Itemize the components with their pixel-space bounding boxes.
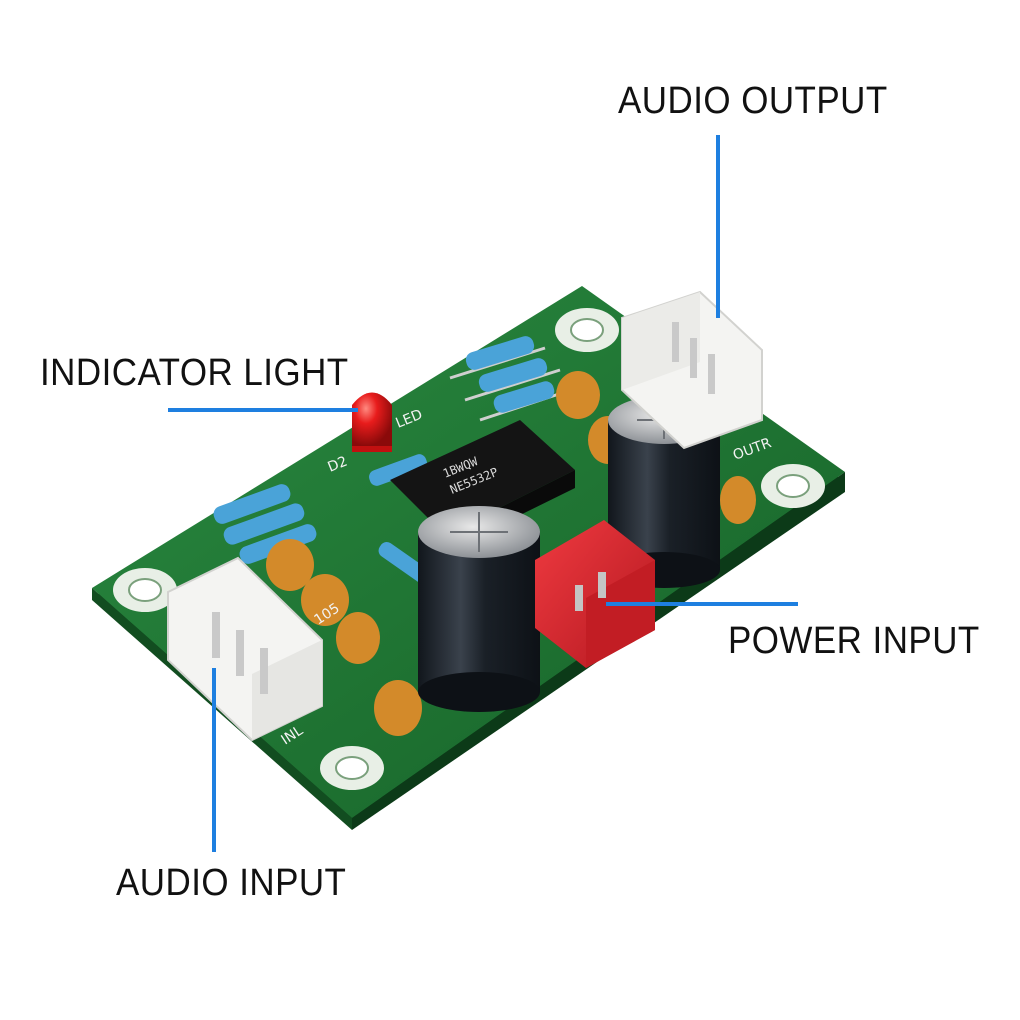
resistor [449,336,546,380]
audio-output-label: AUDIO OUTPUT [618,80,888,122]
audio-input-connector [167,556,323,742]
indicator-light-label: INDICATOR LIGHT [40,352,349,394]
resistor [223,503,305,545]
mounting-hole [320,746,384,790]
resistor [464,358,561,402]
ceramic-capacitor [556,371,600,419]
resistor [369,454,427,486]
ceramic-capacitor [336,612,380,664]
audio-output-connector [621,290,763,450]
ceramic-capacitor [266,539,314,591]
ceramic-capacitor [374,680,422,736]
power-input-label: POWER INPUT [728,620,980,662]
resistor [213,484,291,524]
ceramic-capacitor [301,574,349,626]
mounting-hole [761,464,825,508]
audio-input-label: AUDIO INPUT [116,862,347,904]
mounting-hole [555,308,619,352]
d2-silkscreen-label: D2 [326,453,350,475]
indicator-led [352,392,392,452]
electrolytic-capacitor [418,506,540,712]
power-input-connector [535,520,655,668]
resistor [479,381,566,422]
mounting-hole [113,568,177,612]
ceramic-capacitor [720,476,756,524]
